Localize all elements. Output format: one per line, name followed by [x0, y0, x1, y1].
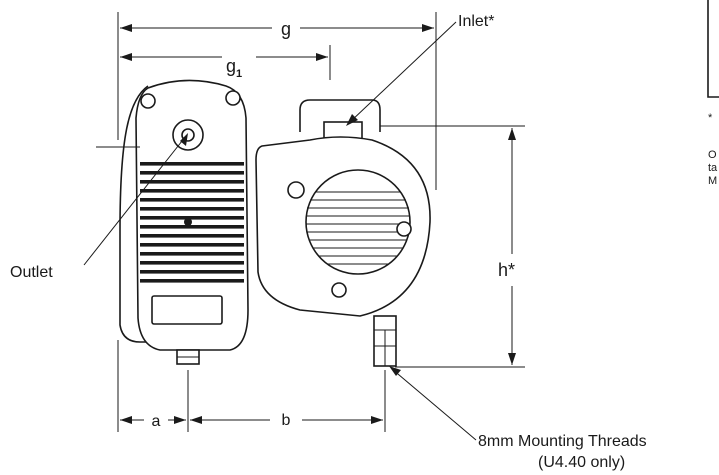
impeller-grill [306, 191, 410, 265]
screw-icon [331, 282, 347, 298]
label-plate [151, 295, 223, 325]
callout-leaders [83, 21, 477, 441]
dimension-a-label: a [152, 413, 161, 430]
inlet-housing [255, 99, 431, 367]
dimension-h-label: h* [498, 260, 515, 280]
cooling-fins [140, 162, 244, 283]
extension-lines [117, 12, 525, 432]
side-note-line1: O [708, 149, 717, 161]
side-note-asterisk: * [708, 112, 713, 124]
impeller-cover [305, 169, 411, 275]
screw-icon [396, 221, 412, 237]
side-note-line3: M [708, 175, 717, 187]
dimension-a: a [120, 413, 186, 430]
dimension-b: b [190, 412, 383, 429]
screw-icon [287, 181, 305, 199]
mounting-threads-note: (U4.40 only) [538, 454, 625, 471]
outlet-label: Outlet [10, 264, 53, 281]
outlet-housing [96, 79, 249, 365]
mounting-threads-label: 8mm Mounting Threads [478, 433, 647, 450]
cropped-side-note: * O ta M [707, 0, 719, 187]
dimension-b-label: b [282, 412, 291, 429]
center-screw-icon [184, 218, 192, 226]
dimension-g1-label: g1 [226, 56, 242, 80]
dimension-g-label: g [281, 19, 291, 39]
side-note-line2: ta [708, 162, 718, 174]
inlet-label: Inlet* [458, 13, 494, 30]
mounting-hole-icon [225, 90, 241, 106]
mounting-hole-icon [140, 93, 156, 109]
dimension-g: g [120, 19, 434, 39]
dimension-h: h* [498, 128, 516, 365]
dimension-g1: g1 [120, 53, 328, 80]
